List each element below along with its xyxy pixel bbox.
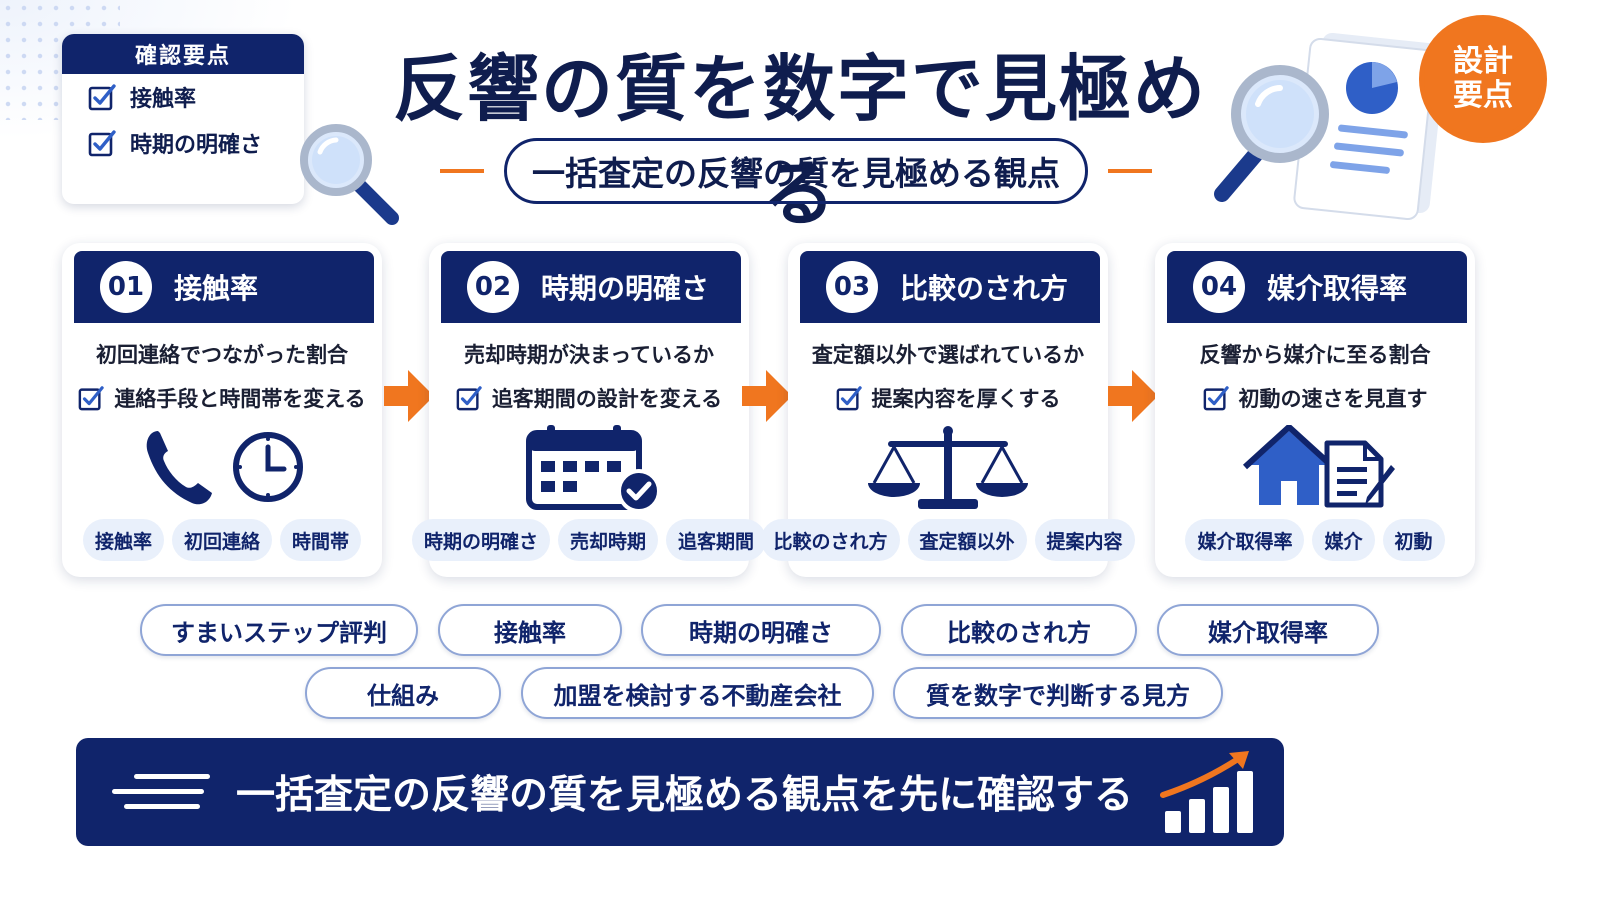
tag: 接触率	[82, 519, 164, 561]
arrow-right-icon	[384, 370, 434, 422]
card-contact-rate: 01 接触率 初回連絡でつながった割合 連絡手段と時間帯を変える 接触率 初回連…	[62, 243, 382, 577]
card-timing-clarity: 02 時期の明確さ 売却時期が決まっているか 追客期間の設計を変える 時期の明確…	[411, 243, 767, 577]
confirm-points-box: 確認要点 接触率 時期の明確さ	[62, 34, 304, 204]
card-title: 媒介取得率	[1267, 272, 1408, 305]
card-description: 査定額以外で選ばれているか	[811, 343, 1085, 367]
bottom-banner: 一括査定の反響の質を見極める観点を先に確認する	[76, 738, 1284, 846]
subtitle-dash-left	[440, 169, 484, 173]
tag: 媒介	[1312, 519, 1375, 561]
subtitle-dash-right	[1108, 169, 1152, 173]
card-description: 初回連絡でつながった割合	[96, 343, 348, 367]
confirm-item-label: 接触率	[130, 87, 197, 112]
tag: 比較のされ方	[761, 519, 900, 561]
card-action: 追客期間の設計を変える	[429, 383, 749, 413]
tag-list: 媒介取得率 媒介 初動	[1155, 519, 1475, 561]
card-title: 時期の明確さ	[541, 272, 710, 305]
keyword-pill: 比較のされ方	[901, 604, 1137, 656]
card-header: 04 媒介取得率	[1167, 251, 1467, 323]
tag-list: 比較のされ方 査定額以外 提案内容	[761, 519, 1135, 561]
card-number: 01	[100, 261, 152, 313]
tag-list: 時期の明確さ 売却時期 追客期間	[411, 519, 767, 561]
card-action: 連絡手段と時間帯を変える	[62, 383, 382, 413]
banner-text: 一括査定の反響の質を見極める観点を先に確認する	[236, 773, 1134, 818]
checkbox-checked-icon	[88, 130, 116, 157]
keyword-pill: 媒介取得率	[1157, 604, 1379, 656]
tag: 追客期間	[666, 519, 767, 561]
speed-lines-icon	[112, 774, 210, 809]
calendar-check-icon	[526, 425, 661, 511]
card-number: 03	[826, 261, 878, 313]
growth-chart-icon	[1160, 751, 1254, 833]
checkbox-checked-icon	[78, 386, 105, 411]
confirm-item: 接触率	[62, 74, 304, 120]
card-action-label: 追客期間の設計を変える	[491, 387, 723, 411]
card-description: 反響から媒介に至る割合	[1199, 343, 1431, 367]
card-number: 02	[467, 261, 519, 313]
card-comparison: 03 比較のされ方 査定額以外で選ばれているか 提案内容を厚くする 比較のされ方…	[761, 243, 1135, 577]
subtitle-row: 一括査定の反響の質を見極める観点	[440, 138, 1152, 204]
balance-scale-icon	[868, 426, 1028, 509]
card-action-label: 連絡手段と時間帯を変える	[114, 387, 366, 411]
page-title: 反響の質を数字で見極める	[392, 47, 1207, 236]
tag: 時間帯	[280, 519, 362, 561]
keyword-pill: 仕組み	[305, 667, 501, 719]
card-title: 比較のされ方	[900, 272, 1069, 305]
confirm-item: 時期の明確さ	[62, 120, 304, 166]
card-header: 01 接触率	[74, 251, 374, 323]
arrow-right-icon	[742, 370, 792, 422]
confirm-item-label: 時期の明確さ	[130, 133, 263, 158]
keyword-pill: 接触率	[438, 604, 622, 656]
checkbox-checked-icon	[88, 84, 116, 111]
checkbox-checked-icon	[1203, 386, 1229, 411]
card-action-label: 提案内容を厚くする	[871, 387, 1061, 411]
card-action-label: 初動の速さを見直す	[1238, 387, 1428, 411]
card-action: 提案内容を厚くする	[788, 383, 1108, 413]
card-number: 04	[1193, 261, 1245, 313]
report-magnifier-icon	[1214, 32, 1446, 221]
card-mediation-rate: 04 媒介取得率 反響から媒介に至る割合 初動の速さを見直す 媒介取得率 媒介 …	[1155, 243, 1475, 577]
phone-clock-icon	[146, 431, 303, 505]
tag: 提案内容	[1034, 519, 1135, 561]
house-document-icon	[1242, 425, 1395, 508]
arrow-right-icon	[1108, 370, 1158, 422]
card-header: 03 比較のされ方	[800, 251, 1100, 323]
tag: 売却時期	[558, 519, 659, 561]
card-header: 02 時期の明確さ	[441, 251, 741, 323]
checkbox-checked-icon	[836, 386, 862, 411]
checkbox-checked-icon	[456, 386, 482, 411]
tag: 時期の明確さ	[411, 519, 550, 561]
design-points-badge: 設計要点	[1424, 20, 1542, 138]
tag: 媒介取得率	[1185, 519, 1305, 561]
confirm-heading: 確認要点	[62, 34, 304, 74]
magnifier-icon	[300, 124, 399, 225]
tag: 初回連絡	[171, 519, 272, 561]
tag: 査定額以外	[907, 519, 1027, 561]
card-description: 売却時期が決まっているか	[463, 343, 715, 367]
keyword-pill: すまいステップ評判	[140, 604, 418, 656]
card-title: 接触率	[174, 272, 259, 305]
keyword-pill: 質を数字で判断する見方	[893, 667, 1223, 719]
card-action: 初動の速さを見直す	[1155, 383, 1475, 413]
keyword-pill: 加盟を検討する不動産会社	[521, 667, 874, 719]
subtitle: 一括査定の反響の質を見極める観点	[504, 138, 1088, 204]
tag: 初動	[1382, 519, 1445, 561]
keyword-pill: 時期の明確さ	[641, 604, 881, 656]
tag-list: 接触率 初回連絡 時間帯	[62, 519, 382, 561]
